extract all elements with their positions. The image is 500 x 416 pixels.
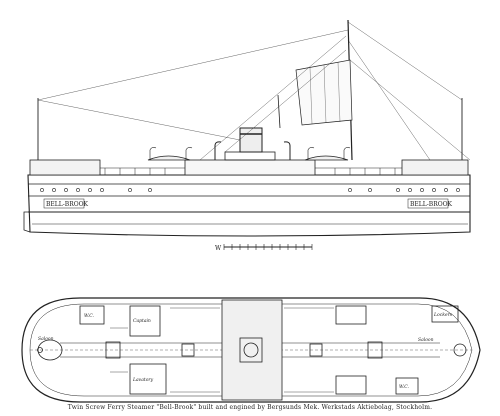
plan-label-wc-fore: W.C. — [84, 313, 95, 319]
hatch-mid-fore — [309, 343, 323, 357]
bow-windlass — [453, 343, 467, 357]
plan-label-stern-saloon: Saloon — [38, 336, 54, 342]
sail-seams — [309, 61, 341, 125]
skylight-fore — [335, 305, 367, 325]
ventilator-fore — [283, 141, 291, 160]
room-lockers — [431, 305, 459, 323]
hull-name-bow: BELL-BROOK — [410, 201, 453, 208]
poop-deck — [29, 159, 101, 176]
engine-casing — [221, 299, 283, 401]
funnel-opening — [239, 337, 263, 363]
hatch-fore — [367, 341, 383, 359]
foremast-stub — [277, 94, 281, 129]
plan-label-captain: Captain — [133, 318, 151, 324]
bridge-house — [224, 151, 276, 161]
hatch-aft — [105, 341, 121, 359]
rudder — [23, 211, 31, 233]
plan-label-wc-aft: W.C. — [399, 384, 410, 390]
funnel-circle — [243, 342, 259, 358]
plan-inner-outline — [29, 303, 473, 397]
drawing-caption: Twin Screw Ferry Steamer "Bell-Brook" bu… — [67, 404, 433, 411]
deck-plan-view: Saloon W.C. Captain Lavatory Saloon W.C.… — [21, 297, 481, 403]
hull-nameboard-stern — [43, 198, 85, 209]
elevation-view: BELL-BROOK BELL-BROOK — [23, 19, 471, 237]
plan-hull-outline — [21, 297, 481, 403]
plan-label-lockers: Lockers — [433, 312, 453, 318]
room-lavatory — [129, 363, 167, 395]
portholes — [40, 188, 460, 192]
room-captain — [129, 305, 161, 337]
gaff-sail — [295, 59, 353, 126]
side-benches — [110, 307, 334, 393]
rigging — [37, 21, 471, 161]
stern-bollard — [37, 347, 43, 353]
boat-davits — [149, 147, 351, 160]
scale-label: W — [215, 245, 222, 252]
plan-label-lavatory: Lavatory — [132, 377, 154, 383]
ventilator-aft — [214, 141, 222, 160]
hull-outline — [27, 174, 471, 237]
stern-capstan — [37, 339, 63, 361]
room-wc-fore — [79, 305, 105, 325]
skylight-aft — [335, 375, 367, 395]
plan-label-bow-saloon: Saloon — [418, 337, 434, 343]
scale-ticks — [223, 244, 313, 250]
scale-bar: W — [215, 244, 313, 252]
hatch-mid-aft — [181, 343, 195, 357]
room-wc-aft — [395, 377, 419, 395]
deckhouse — [184, 159, 316, 176]
lifeboat-fore — [304, 155, 349, 161]
funnel — [239, 127, 263, 153]
hull-name-stern: BELL-BROOK — [46, 201, 89, 208]
forecastle-deck — [401, 159, 469, 176]
hull-nameboard-bow — [407, 198, 449, 209]
plan-shafts — [60, 342, 440, 358]
lifeboat-aft — [147, 155, 191, 161]
